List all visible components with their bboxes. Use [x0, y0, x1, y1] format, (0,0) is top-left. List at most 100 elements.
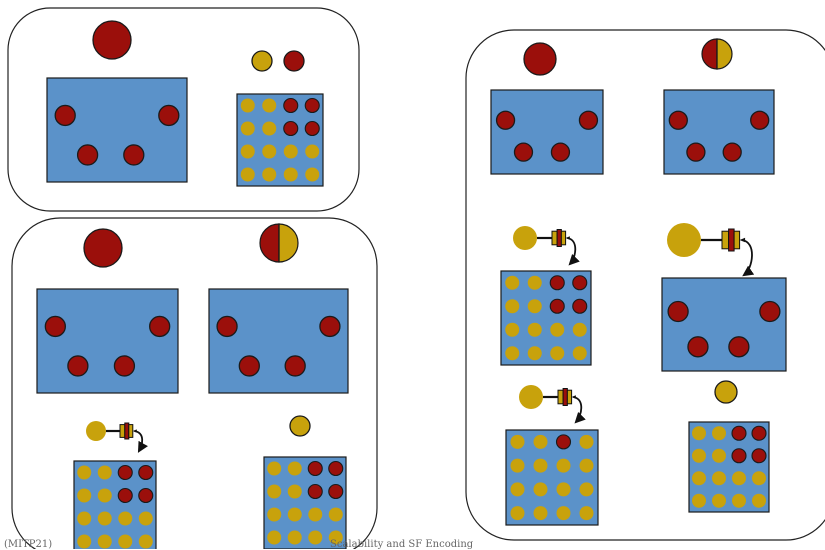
grid-yellow-disc	[712, 426, 726, 441]
red-disc	[667, 300, 689, 323]
grid-yellow-disc	[287, 461, 302, 476]
grid-red-disc	[138, 464, 154, 481]
red-disc	[149, 315, 171, 338]
half-disc-red	[701, 38, 718, 70]
grid-yellow-disc	[510, 482, 525, 497]
grid-yellow-disc	[510, 458, 525, 473]
blue-box	[661, 277, 787, 372]
large-red-disc	[83, 228, 123, 268]
red-disc	[76, 144, 99, 166]
grid-yellow-disc	[550, 346, 565, 361]
panel-frame	[11, 217, 378, 549]
blue-box	[46, 77, 188, 183]
grid-yellow-disc	[556, 458, 571, 473]
red-disc	[722, 142, 742, 162]
coupling-device	[519, 385, 586, 424]
clamp-middle	[562, 388, 568, 406]
grid-yellow-disc	[138, 534, 153, 549]
grid-red-disc	[549, 298, 565, 314]
grid-yellow-disc	[505, 346, 520, 361]
grid-yellow-disc	[287, 507, 302, 522]
footer-left-text: (MITP21)	[4, 539, 53, 550]
grid-red-disc	[307, 483, 323, 500]
grid-yellow-disc	[97, 511, 112, 526]
half-disc-yellow	[278, 223, 299, 263]
grid-yellow-disc	[510, 506, 525, 521]
grid-yellow-disc	[240, 121, 255, 136]
grid-yellow-disc	[97, 465, 112, 480]
coupling-device	[667, 223, 755, 277]
grid-red-disc	[555, 434, 572, 450]
grid-yellow-disc	[283, 167, 298, 182]
grid-red-disc	[328, 460, 344, 477]
curved-arrow	[567, 237, 580, 266]
grid-yellow-disc	[77, 465, 92, 480]
coupling-device	[86, 421, 148, 453]
half-red-half-yellow-disc	[259, 223, 299, 263]
clamp-left	[721, 230, 730, 250]
clamp-right	[566, 389, 573, 405]
grid-yellow-disc	[556, 482, 571, 497]
blue-box	[490, 89, 604, 175]
grid-yellow-disc	[510, 434, 525, 449]
grid-yellow-disc	[556, 506, 571, 521]
curved-arrow	[741, 239, 755, 277]
grid-yellow-disc	[533, 506, 548, 521]
clamp-left	[557, 389, 564, 405]
grid-yellow-disc	[138, 511, 153, 526]
red-disc	[284, 355, 306, 377]
grid-yellow-disc	[262, 121, 277, 136]
grid-yellow-disc	[527, 346, 542, 361]
coupling-yellow-disc	[86, 421, 106, 441]
red-disc	[750, 110, 770, 130]
small-red-disc	[283, 50, 305, 72]
grid-red-disc	[283, 97, 299, 114]
grid-yellow-disc	[267, 484, 282, 499]
clamp-middle	[124, 422, 130, 440]
grid-yellow-disc	[752, 471, 766, 486]
grid-yellow-disc	[305, 144, 320, 159]
grid-yellow-disc	[308, 507, 323, 522]
coupling-yellow-disc	[667, 223, 701, 257]
red-disc	[113, 355, 136, 377]
grid-yellow-disc	[305, 167, 320, 182]
grid-yellow-disc	[505, 299, 520, 314]
grid-yellow-disc	[97, 488, 112, 503]
half-disc-yellow	[716, 38, 733, 70]
grid-yellow-disc	[262, 144, 277, 159]
grid-yellow-disc	[712, 493, 726, 508]
blue-box	[36, 288, 179, 394]
grid-red-disc	[304, 120, 320, 137]
grid-yellow-disc	[240, 98, 255, 113]
grid-yellow-disc	[579, 458, 594, 473]
grid-yellow-disc	[712, 471, 726, 486]
red-disc	[687, 336, 709, 358]
red-disc	[728, 336, 750, 358]
grid-red-disc	[731, 425, 747, 441]
red-disc	[67, 355, 89, 377]
grid-yellow-disc	[572, 346, 587, 361]
coupling-device	[513, 226, 580, 266]
red-disc	[319, 315, 341, 338]
grid-red-disc	[307, 460, 323, 477]
grid-yellow-disc	[752, 493, 766, 508]
grid-yellow-disc	[267, 507, 282, 522]
grid-yellow-disc	[283, 144, 298, 159]
clamp-left	[119, 424, 126, 438]
grid-red-disc	[549, 275, 565, 291]
grid-yellow-disc	[240, 144, 255, 159]
grid-red-disc	[572, 298, 588, 314]
grid-yellow-disc	[505, 275, 520, 290]
grid-yellow-disc	[97, 534, 112, 549]
clamp-middle	[556, 229, 562, 247]
grid-yellow-disc	[527, 275, 542, 290]
red-disc	[550, 142, 571, 162]
red-disc	[54, 104, 76, 127]
grid-red-disc	[751, 448, 767, 464]
clamp-right	[733, 230, 741, 250]
curved-arrow	[134, 430, 148, 453]
grid-yellow-disc	[262, 98, 277, 113]
small-yellow-disc	[714, 380, 738, 404]
grid-yellow-disc	[77, 534, 92, 549]
